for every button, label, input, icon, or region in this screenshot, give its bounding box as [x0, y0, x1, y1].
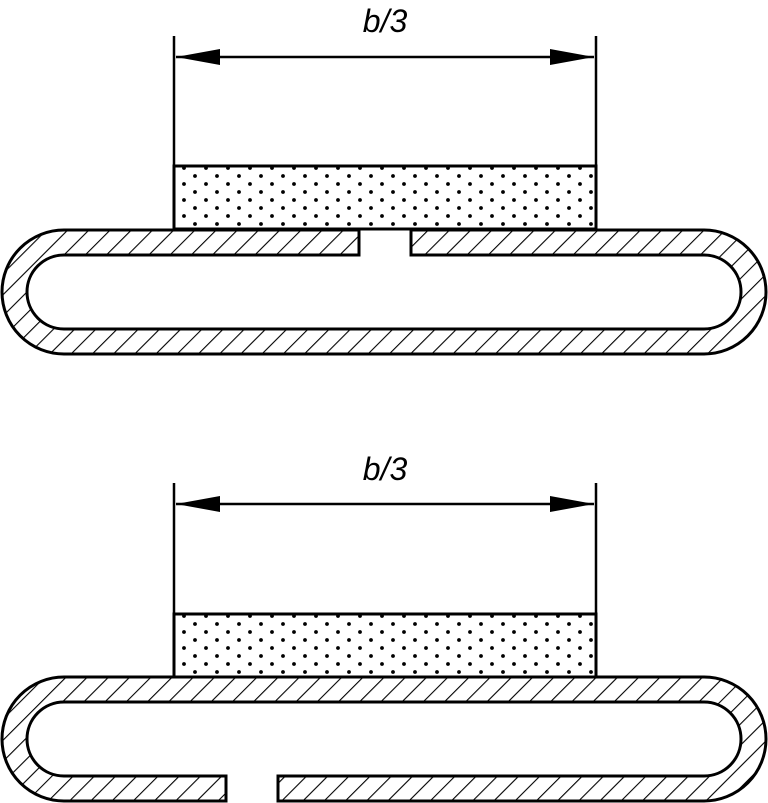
figure-upper: b/3	[0, 3, 768, 356]
dimension-line-upper: b/3	[172, 3, 598, 168]
dimension-label: b/3	[363, 451, 408, 487]
dimension-label: b/3	[363, 3, 408, 39]
adhesive-layer	[172, 612, 598, 679]
tube-wall	[0, 675, 768, 803]
tube-wall-section	[0, 675, 768, 803]
figure-lower: b/3	[0, 451, 768, 803]
tube-wall	[0, 228, 768, 356]
adhesive-layer	[172, 164, 598, 231]
dimension-line-lower: b/3	[172, 451, 598, 614]
tube-wall-section	[0, 228, 768, 356]
